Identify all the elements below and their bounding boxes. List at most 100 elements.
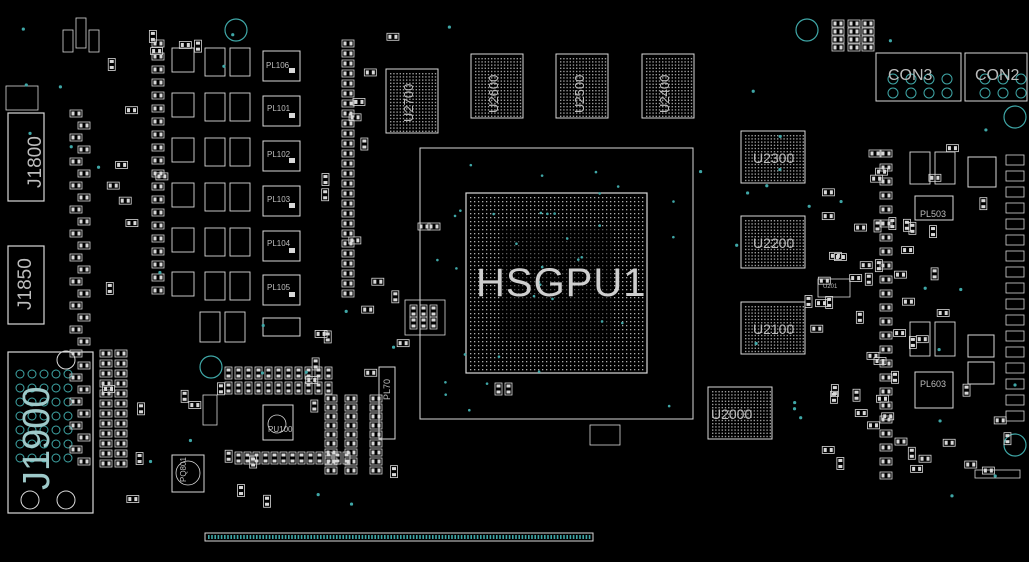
- bga-ball: [399, 114, 401, 116]
- bga-ball: [425, 108, 427, 110]
- bga-ball: [802, 179, 804, 182]
- bga-ball: [761, 325, 763, 327]
- gpu-ball: [626, 369, 628, 371]
- gpu-ball: [514, 341, 516, 343]
- bga-ball: [415, 73, 417, 75]
- gpu-ball: [490, 209, 492, 211]
- gpu-ball: [538, 197, 540, 199]
- gpu-ball: [530, 293, 532, 295]
- bga-ball: [649, 74, 651, 76]
- bga-ball: [402, 121, 405, 123]
- bga-ball: [802, 141, 804, 143]
- gpu-ball: [522, 197, 524, 199]
- bga-ball: [721, 394, 723, 396]
- gpu-ball: [486, 257, 488, 259]
- bga-ball: [487, 74, 490, 76]
- smd-pad: [349, 211, 353, 216]
- gpu-ball: [486, 333, 488, 335]
- gpu-ball: [534, 361, 536, 363]
- gpu-ball: [642, 349, 644, 351]
- bga-ball: [767, 261, 769, 263]
- bga-ball: [793, 157, 795, 159]
- gpu-ball: [526, 229, 528, 231]
- smd-pad: [326, 368, 331, 372]
- mosfet: [171, 227, 195, 253]
- smd-pad: [79, 459, 83, 464]
- bga-ball: [678, 80, 680, 82]
- bga-ball: [796, 318, 798, 321]
- gpu-ball: [586, 213, 588, 215]
- gpu-ball: [610, 265, 612, 267]
- bga-ball: [396, 111, 398, 113]
- gpu-ball: [638, 269, 640, 271]
- bga-ball: [566, 67, 568, 69]
- bga-ball: [757, 264, 760, 267]
- bga-ball: [425, 82, 427, 84]
- bga-ball: [582, 86, 584, 89]
- gpu-ball: [562, 265, 564, 267]
- bga-ball: [560, 93, 562, 95]
- gpu-ball: [610, 293, 612, 295]
- gpu-ball: [514, 321, 516, 323]
- bga-ball: [745, 147, 747, 150]
- bga-ball: [402, 101, 405, 104]
- bga-ball: [761, 341, 763, 343]
- bga-ball: [402, 108, 405, 110]
- gpu-ball: [630, 237, 632, 239]
- bga-ball: [747, 407, 749, 409]
- bga-ball: [783, 176, 785, 178]
- gpu-ball: [594, 361, 596, 363]
- bga-ball: [475, 115, 477, 117]
- gpu-ball: [530, 225, 532, 227]
- bga-ball: [740, 426, 743, 428]
- gpu-ball: [530, 213, 532, 215]
- smd-pad: [122, 411, 126, 416]
- gpu-ball: [570, 221, 572, 223]
- gpu-ball: [586, 201, 588, 203]
- bga-ball: [687, 67, 689, 69]
- gpu-ball: [578, 309, 580, 311]
- smd-component: [151, 208, 165, 217]
- gpu-ball: [582, 301, 584, 303]
- gpu-ball: [586, 221, 588, 223]
- bga-ball: [751, 141, 753, 143]
- gpu-ball: [566, 213, 568, 215]
- pcie-pin: [227, 535, 229, 539]
- gpu-ball: [570, 297, 572, 299]
- gpu-ball: [510, 325, 512, 327]
- gpu-ball: [526, 369, 528, 371]
- gpu-ball: [482, 233, 484, 235]
- bga-ball: [796, 220, 798, 222]
- gpu-ball: [538, 325, 540, 327]
- gpu-ball: [598, 329, 600, 331]
- bga-ball: [402, 92, 405, 94]
- bga-ball: [434, 127, 437, 129]
- gpu-ball: [498, 225, 500, 227]
- bga-ball: [728, 416, 730, 418]
- gpu-ball: [558, 357, 560, 359]
- gpu-ball: [486, 329, 488, 331]
- mosfet: [229, 137, 251, 167]
- gpu-ball: [550, 337, 552, 339]
- gpu-ball: [506, 309, 508, 311]
- bga-ball: [434, 124, 437, 126]
- pcie-pin: [476, 535, 479, 539]
- gpu-ball: [482, 217, 484, 219]
- smd-component: [341, 149, 355, 158]
- bga-ball: [655, 64, 657, 66]
- gpu-ball: [642, 321, 644, 323]
- bga-ball: [418, 89, 421, 91]
- smd-pad: [77, 423, 81, 428]
- bga-ball: [760, 429, 762, 431]
- bga-ball: [793, 334, 795, 337]
- via: [672, 235, 675, 239]
- gpu-ball: [622, 273, 624, 275]
- inductor: [262, 230, 301, 262]
- gpu-ball: [506, 253, 508, 255]
- gpu-ball: [538, 273, 540, 275]
- bga-ball: [484, 58, 486, 60]
- bga-ball: [799, 341, 801, 343]
- gpu-ball: [518, 197, 520, 199]
- bga-ball: [745, 261, 747, 263]
- bga-ball: [475, 86, 477, 89]
